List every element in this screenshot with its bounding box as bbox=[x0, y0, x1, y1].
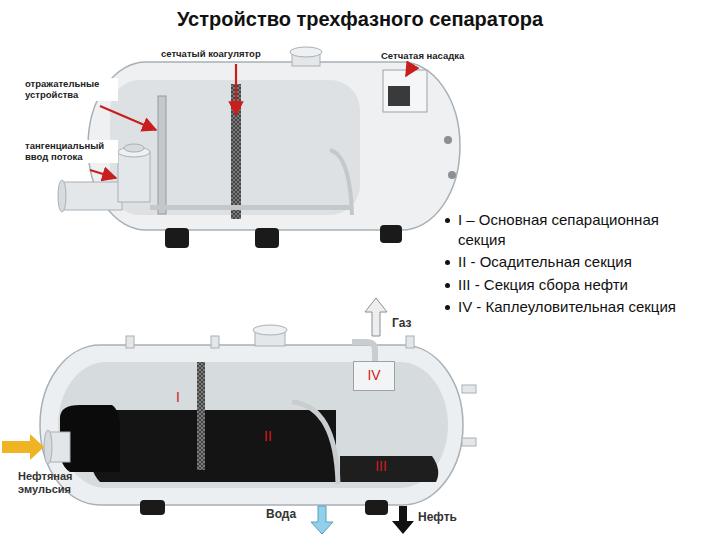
flow-label: Вода bbox=[266, 507, 296, 521]
section-number: II bbox=[264, 429, 272, 444]
page-title: Устройство трехфазного сепаратора bbox=[0, 8, 720, 31]
section-description: IV - Каплеуловительная секция bbox=[458, 297, 676, 317]
section-region: II bbox=[246, 426, 290, 448]
section-region: I bbox=[158, 387, 198, 409]
top-vessel bbox=[58, 47, 460, 248]
bottom-vessel bbox=[2, 298, 476, 534]
list-item: II - Осадительная секция bbox=[445, 252, 707, 272]
part-label: отражательные устройства bbox=[24, 78, 118, 101]
flow-label: Нефть bbox=[418, 510, 457, 524]
part-label: Сетчатая насадка bbox=[380, 50, 465, 61]
section-list: I – Основная сепарационная секция II - Ос… bbox=[445, 210, 707, 320]
section-description: III - Секция сбора нефти bbox=[458, 275, 628, 295]
leader-lines bbox=[90, 64, 412, 178]
flow-label: Нефтяная эмульсия bbox=[18, 470, 98, 496]
section-number: IV bbox=[367, 368, 380, 383]
flow-label: Газ bbox=[392, 316, 411, 330]
part-label: тангенциальный ввод потока bbox=[24, 140, 118, 163]
list-item: IV - Каплеуловительная секция bbox=[445, 297, 707, 317]
bullet-dot bbox=[445, 305, 450, 310]
part-label: сетчатый коагулятор bbox=[160, 48, 262, 59]
bullet-dot bbox=[445, 218, 450, 223]
section-region: III bbox=[359, 456, 403, 477]
bullet-dot bbox=[445, 283, 450, 288]
section-description: I – Основная сепарационная секция bbox=[458, 210, 707, 249]
section-box: IV bbox=[353, 361, 395, 391]
list-item: I – Основная сепарационная секция bbox=[445, 210, 707, 249]
section-number: I bbox=[176, 390, 180, 405]
section-number: III bbox=[375, 459, 387, 474]
section-description: II - Осадительная секция bbox=[458, 252, 632, 272]
bullet-dot bbox=[445, 260, 450, 265]
list-item: III - Секция сбора нефти bbox=[445, 275, 707, 295]
